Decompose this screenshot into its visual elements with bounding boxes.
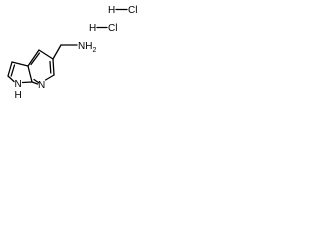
- ring-bond-c5-c6-inner: [49, 60, 52, 74]
- ring-bond-n7-c7a-inner: [33, 78, 40, 84]
- aminomethyl-group: NH2: [52, 41, 96, 60]
- hcl-salt-1: H Cl: [108, 5, 137, 16]
- ring-bond-c3a-c4: [27, 49, 40, 67]
- ring-bond-c3a-c3: [11, 61, 29, 67]
- hcl-2-hydrogen: H: [89, 23, 96, 34]
- hcl-salt-2: H Cl: [89, 23, 117, 34]
- pyrrole-ring: N H: [7, 61, 33, 101]
- ring-bond-c5-c6: [52, 58, 55, 76]
- hcl-1-chlorine: Cl: [128, 5, 137, 16]
- ring-bond-n1-c7a: [21, 81, 33, 84]
- ring-bond-c3-c2: [7, 61, 13, 77]
- ring-bond-c3-c2-inner: [10, 64, 16, 77]
- chemical-structure-canvas: H Cl H Cl NH2 N: [0, 0, 150, 124]
- ring-bond-c4-c5: [38, 49, 54, 60]
- pyrrole-hydrogen-label: H: [15, 90, 22, 101]
- hcl-2-chlorine: Cl: [108, 23, 117, 34]
- ring-bond-c7a-c3a: [27, 65, 33, 83]
- ring-bond-n7-c7a: [31, 81, 39, 85]
- pyridine-nitrogen-label: N: [38, 80, 45, 91]
- ring-bond-c3a-c4-inner: [30, 52, 41, 66]
- hcl-1-hydrogen: H: [108, 5, 115, 16]
- ring-bond-c6-n7: [44, 74, 55, 81]
- ring-bond-c2-n1: [7, 75, 15, 83]
- pyridine-ring: N: [27, 49, 55, 91]
- chemical-structure-drawing: H Cl H Cl NH2 N: [7, 5, 137, 101]
- amine-label: NH2: [78, 41, 96, 54]
- ch2-ring-bond: [52, 44, 62, 60]
- pyrrole-nitrogen-label: N: [15, 79, 22, 90]
